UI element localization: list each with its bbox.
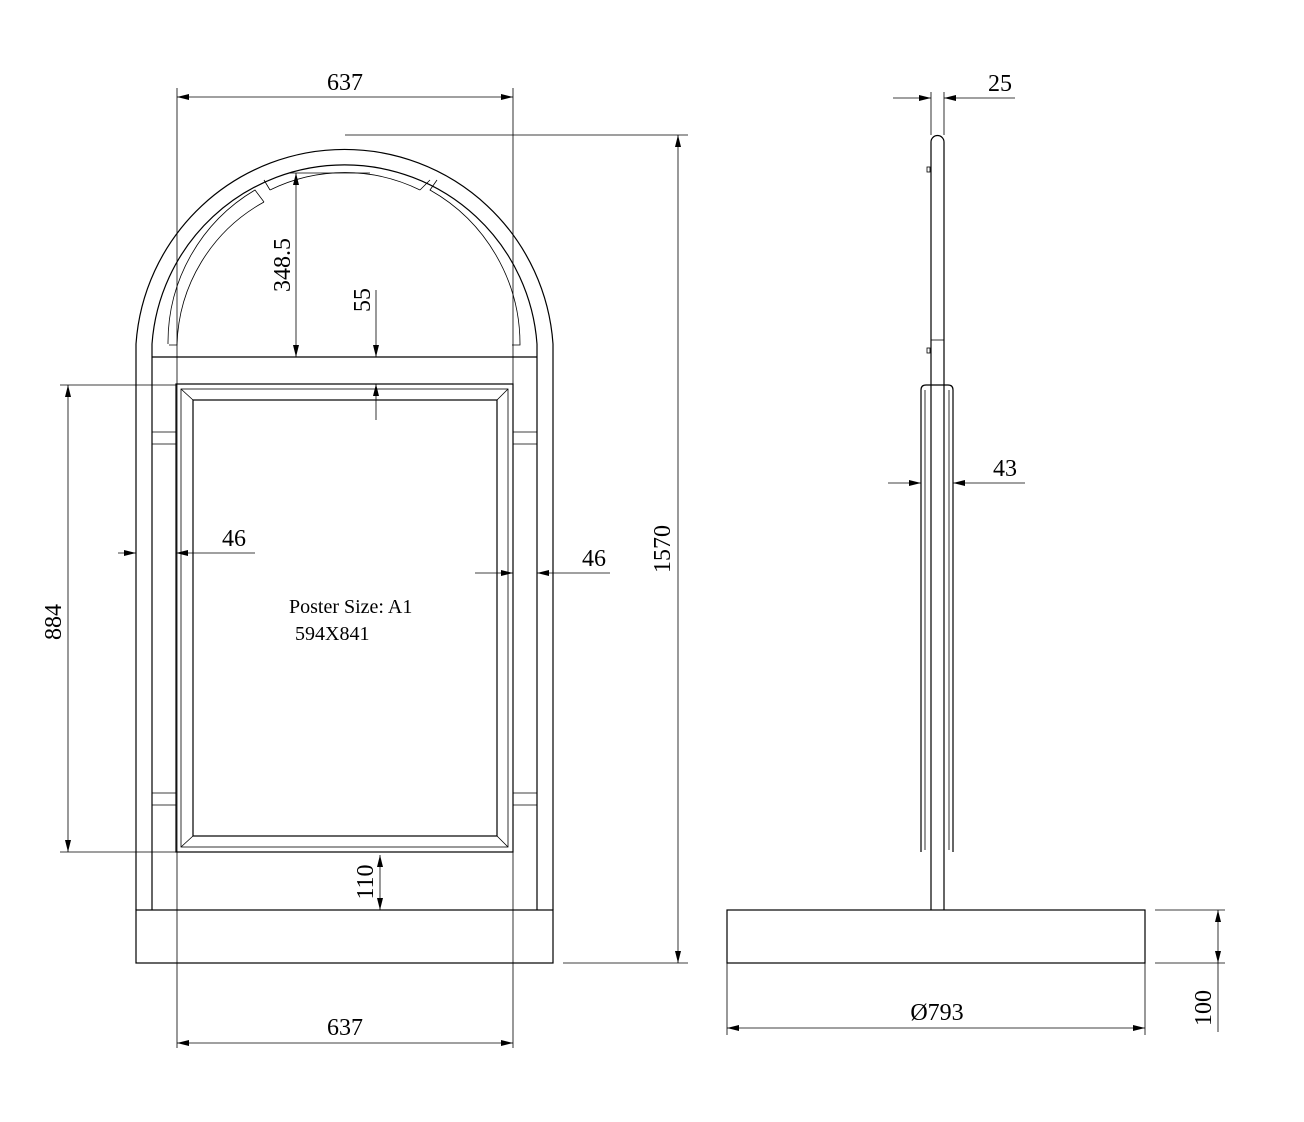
dim-arch-height: 348.5	[270, 238, 296, 292]
poster-frame-mid	[180, 388, 509, 848]
frame-miters	[180, 388, 509, 848]
side-view: 25 43 Ø793 100	[726, 71, 1225, 1035]
dim-base-height: 100	[1191, 990, 1217, 1026]
poster-frame-outer	[175, 383, 514, 853]
dim-frame-height: 884	[41, 604, 67, 640]
outer-arch	[135, 148, 554, 910]
dim-width-top: 637	[327, 70, 363, 96]
dim-side-gap-right: 46	[582, 546, 606, 572]
dim-top-gap: 55	[350, 288, 376, 312]
dim-side-gap-left: 46	[222, 526, 246, 552]
front-view: 637 637 1570 884 348.5 55 46 46 110 Post…	[41, 70, 688, 1048]
side-base	[726, 909, 1146, 964]
dim-bottom-gap: 110	[353, 864, 379, 899]
side-brackets	[152, 431, 537, 806]
inner-arch	[151, 164, 538, 910]
pole	[930, 134, 945, 910]
dim-frame-thickness: 43	[993, 456, 1017, 482]
dim-width-bottom: 637	[327, 1015, 363, 1041]
poster-frame-inner	[192, 399, 498, 837]
arch-decoration	[167, 172, 521, 346]
side-frame	[920, 384, 954, 852]
base	[135, 909, 554, 964]
poster-size-label: Poster Size: A1	[289, 596, 412, 618]
dim-pole-thickness: 25	[988, 71, 1012, 97]
poster-dimensions: 594X841	[295, 623, 369, 645]
dim-total-height: 1570	[650, 525, 676, 573]
dim-base-diameter: Ø793	[910, 1000, 963, 1026]
